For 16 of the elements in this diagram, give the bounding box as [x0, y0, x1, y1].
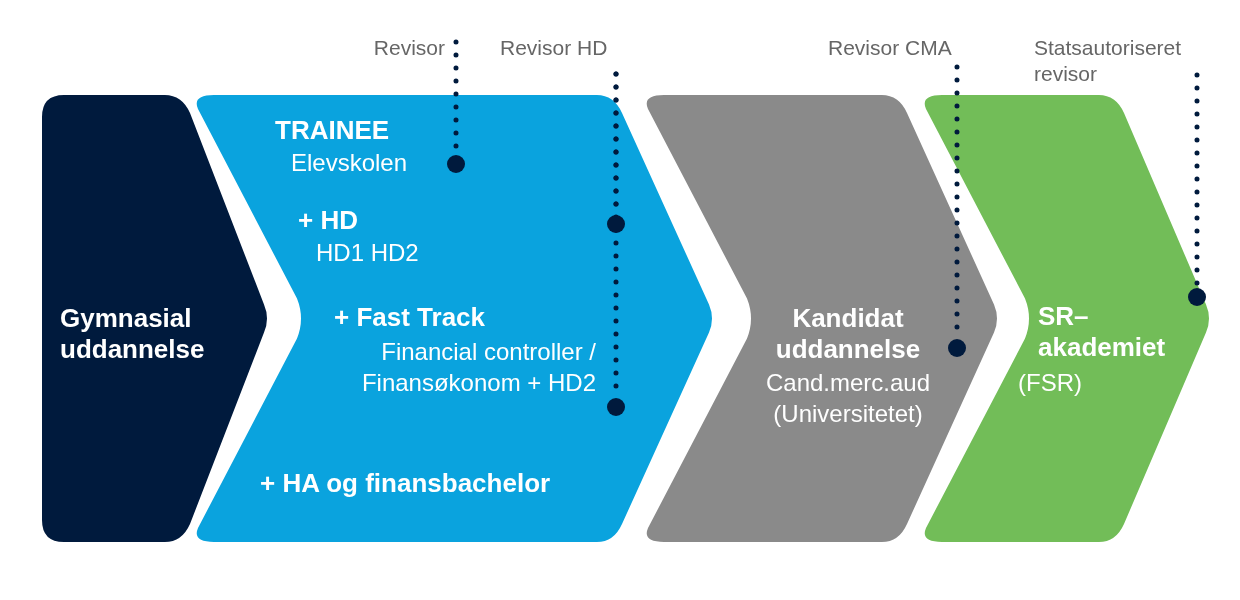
stage-text: Cand.merc.aud (Universitetet) [764, 368, 932, 429]
stage-heading: + Fast Track [334, 302, 487, 333]
role-label: Revisor CMA [828, 35, 978, 61]
stage-text: Financial controller / Finansøkonom + HD2 [360, 337, 596, 398]
stage-heading: SR–akademiet [1038, 301, 1167, 363]
stage-text: HD1 HD2 [316, 238, 420, 268]
stage-heading: Gymnasial uddannelse [60, 303, 206, 365]
stage-text: Elevskolen [291, 148, 409, 178]
stage-text: (FSR) [1018, 368, 1083, 398]
role-label: Statsautoriseret revisor [1034, 35, 1229, 87]
stage-heading: + HD [298, 205, 359, 236]
stage-heading: + HA og finansbachelor [260, 468, 552, 499]
stage-heading: TRAINEE [275, 115, 391, 146]
stage-heading: Kandidat uddannelse [774, 303, 922, 365]
role-label: Revisor [355, 35, 445, 61]
role-label: Revisor HD [500, 35, 630, 61]
